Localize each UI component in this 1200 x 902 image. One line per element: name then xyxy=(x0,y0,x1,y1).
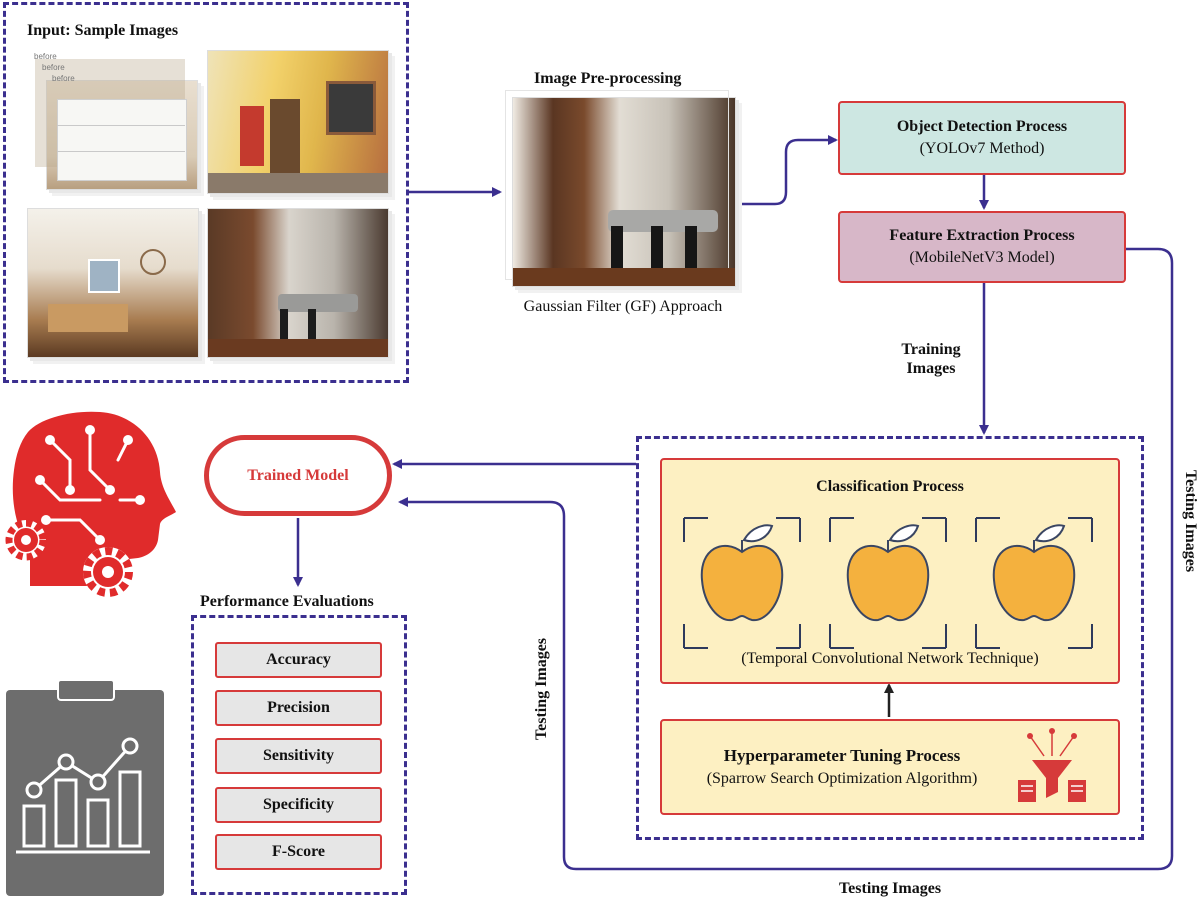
classification-subtitle: (Temporal Convolutional Network Techniqu… xyxy=(741,650,1039,667)
apple-icon xyxy=(700,524,784,622)
metric-f-score: F-Score xyxy=(215,834,382,870)
classification-group xyxy=(636,436,1144,840)
gear-icon xyxy=(83,547,133,597)
gear-icon xyxy=(5,519,47,561)
object-detection-subtitle: (YOLOv7 Method) xyxy=(919,140,1045,157)
input-title: Input: Sample Images xyxy=(27,22,179,39)
testing-images-label-bottom: Testing Images xyxy=(838,880,942,897)
preprocess-caption: Gaussian Filter (GF) Approach xyxy=(523,298,723,315)
dresser-body xyxy=(57,99,187,181)
trained-model-pill: Trained Model xyxy=(204,435,392,516)
sample-image-street xyxy=(207,50,389,194)
testing-loop-path xyxy=(398,247,1174,871)
preprocess-title: Image Pre-processing xyxy=(534,70,682,87)
apple-icon xyxy=(992,524,1076,622)
apple-frame-1 xyxy=(683,517,801,649)
hyperparameter-title: Hyperparameter Tuning Process xyxy=(723,746,961,765)
sample-caption-2: before xyxy=(42,63,65,72)
clipboard-chart-icon xyxy=(6,679,164,896)
hyperparameter-subtitle: (Sparrow Search Optimization Algorithm) xyxy=(706,770,978,787)
sample-caption-1: before xyxy=(34,52,57,61)
object-detection-title: Object Detection Process xyxy=(896,118,1068,135)
performance-title: Performance Evaluations xyxy=(200,593,374,610)
performance-panel xyxy=(191,615,407,895)
sample-caption-3: before xyxy=(52,74,75,83)
metric-specificity: Specificity xyxy=(215,787,382,823)
sample-image-kitchen xyxy=(207,208,389,358)
object-detection-box: Object Detection Process (YOLOv7 Method) xyxy=(838,101,1126,175)
input-panel xyxy=(3,2,409,383)
apple-frame-2 xyxy=(829,517,947,649)
ai-head-icon xyxy=(12,411,176,586)
classification-title: Classification Process xyxy=(816,478,964,495)
training-images-label: Training Images xyxy=(876,340,986,378)
training-label-line1: Training xyxy=(901,341,961,358)
funnel-icon xyxy=(1018,728,1086,802)
testing-images-label-left: Testing Images xyxy=(533,637,550,741)
feature-extraction-title: Feature Extraction Process xyxy=(889,227,1075,244)
metric-precision: Precision xyxy=(215,690,382,726)
arrow-preprocess-to-detection xyxy=(735,135,838,206)
testing-images-label-right: Testing Images xyxy=(1182,469,1199,573)
apple-frame-3 xyxy=(975,517,1093,649)
trained-model-label: Trained Model xyxy=(247,466,349,484)
sample-image-dresser xyxy=(35,59,198,190)
metric-sensitivity: Sensitivity xyxy=(215,738,382,774)
preprocessed-image xyxy=(505,90,736,287)
sample-image-living-room xyxy=(27,208,199,358)
feature-extraction-subtitle: (MobileNetV3 Model) xyxy=(909,249,1055,266)
training-label-line2: Images xyxy=(906,360,956,377)
metric-accuracy: Accuracy xyxy=(215,642,382,678)
apple-icon xyxy=(846,524,930,622)
feature-extraction-box: Feature Extraction Process (MobileNetV3 … xyxy=(838,211,1126,283)
